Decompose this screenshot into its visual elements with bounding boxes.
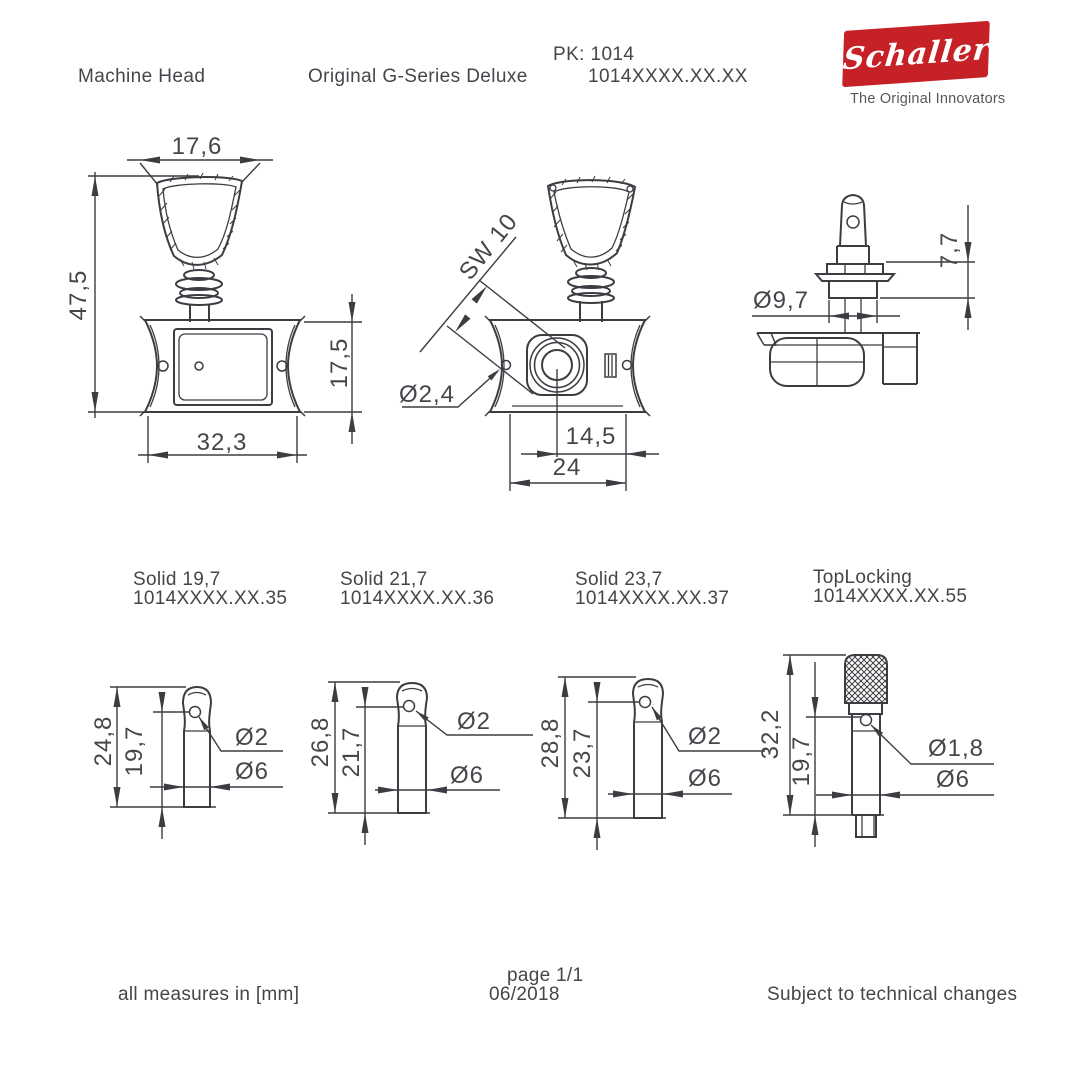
v4-total-height: 32,2 — [757, 708, 784, 760]
button-hatching — [158, 172, 241, 270]
bottom-view-arrowheads — [455, 286, 646, 487]
brand-tagline: The Original Innovators — [850, 91, 1006, 107]
front-view-arrowheads — [91, 156, 356, 459]
v1-post-diameter: Ø6 — [234, 758, 270, 785]
v3-post-diameter: Ø6 — [687, 765, 723, 792]
disclaimer: Subject to technical changes — [767, 984, 1018, 1005]
variant-solid-217-drawing — [328, 681, 533, 845]
dim-bushing-diameter: Ø9,7 — [752, 287, 810, 314]
variant-4-code: 1014XXXX.XX.55 — [813, 586, 968, 607]
v4-post-height: 19,7 — [788, 735, 815, 787]
v2-post-height: 21,7 — [338, 726, 365, 778]
series-title: Original G-Series Deluxe — [308, 66, 528, 87]
variant-2-code: 1014XXXX.XX.36 — [340, 588, 495, 609]
front-view-drawing — [88, 156, 362, 463]
v2-post-diameter: Ø6 — [449, 762, 485, 789]
front-view-dimensions — [88, 159, 362, 463]
brand-wordmark: Schaller — [840, 31, 992, 77]
v1-total-height: 24,8 — [90, 715, 117, 767]
v4-hole-diameter: Ø1,8 — [927, 735, 985, 762]
v2-total-height: 26,8 — [307, 716, 334, 768]
dim-center-to-edge: 14,5 — [565, 423, 617, 450]
v3-hole-diameter: Ø2 — [687, 723, 723, 750]
dim-screw-hole: Ø2,4 — [398, 381, 456, 408]
variant-3-code: 1014XXXX.XX.37 — [575, 588, 730, 609]
variant-4-name: TopLocking — [813, 567, 913, 588]
side-view-arrowheads — [829, 242, 972, 320]
dim-plate-height: 17,5 — [326, 337, 353, 389]
variant-1-name: Solid 19,7 — [133, 569, 221, 590]
bottom-view-drawing — [402, 175, 659, 491]
part-number: 1014XXXX.XX.XX — [588, 66, 748, 87]
v3-post-height: 23,7 — [569, 727, 596, 779]
v2-hole-diameter: Ø2 — [456, 708, 492, 735]
product-title: Machine Head — [78, 66, 206, 87]
variant-solid-237-drawing — [558, 676, 765, 850]
side-view-drawing — [752, 193, 975, 387]
variant-toplocking-drawing — [783, 654, 994, 847]
dim-button-width: 17,6 — [171, 133, 223, 160]
dim-total-height: 47,5 — [65, 269, 92, 321]
page-number: page 1/1 — [507, 965, 584, 986]
v1-post-height: 19,7 — [121, 725, 148, 777]
v3-total-height: 28,8 — [537, 717, 564, 769]
variant-1-code: 1014XXXX.XX.35 — [133, 588, 288, 609]
variant-2-name: Solid 21,7 — [340, 569, 428, 590]
variant-3-name: Solid 23,7 — [575, 569, 663, 590]
units-note: all measures in [mm] — [118, 984, 300, 1005]
revision-date: 06/2018 — [489, 984, 560, 1005]
button-hatching — [549, 175, 634, 271]
pk-number: PK: 1014 — [553, 44, 635, 65]
v4-post-diameter: Ø6 — [935, 766, 971, 793]
schaller-logo: Schaller — [840, 20, 992, 88]
dim-plate-width: 32,3 — [196, 429, 248, 456]
dim-housing-width: 24 — [552, 454, 582, 481]
v1-hole-diameter: Ø2 — [234, 724, 270, 751]
dim-bushing-height: 7,7 — [936, 231, 963, 269]
variant-solid-197-drawing — [110, 685, 283, 839]
